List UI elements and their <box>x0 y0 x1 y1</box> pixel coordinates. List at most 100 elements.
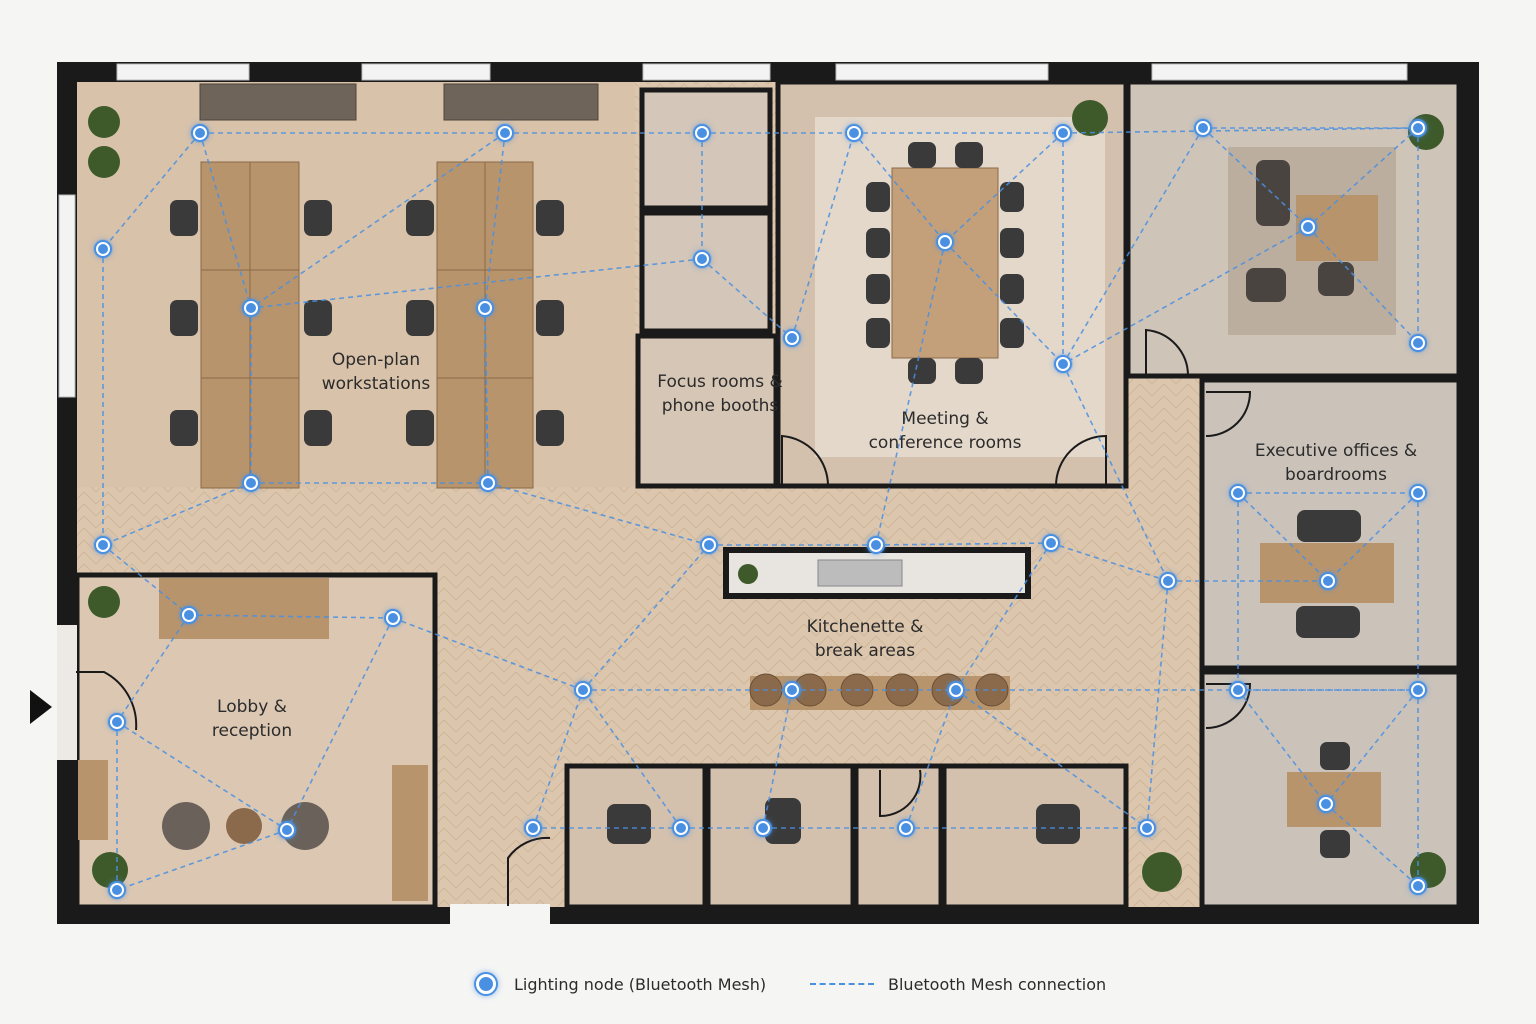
bottom-office-3 <box>853 763 944 910</box>
room-label-open-plan: Open-plan workstations <box>322 348 431 396</box>
lighting-node-icon <box>935 232 955 252</box>
room-label-kitchen-line2: break areas <box>814 641 916 661</box>
lighting-node-icon <box>844 123 864 143</box>
lighting-node-icon <box>1408 118 1428 138</box>
mesh-connection-line <box>944 241 1064 365</box>
kitchen-sink <box>817 559 903 587</box>
lighting-node-icon <box>523 818 543 838</box>
lighting-node-icon <box>692 249 712 269</box>
mesh-connection-line <box>955 689 1148 829</box>
mesh-connection-line <box>188 614 394 619</box>
lighting-node-icon <box>1158 571 1178 591</box>
lighting-node-icon <box>1228 680 1248 700</box>
lighting-node-icon <box>1408 876 1428 896</box>
mesh-connection-line <box>875 542 1052 546</box>
room-label-executive: Executive offices & boardrooms <box>1255 439 1417 487</box>
room-label-focus: Focus rooms & phone booths <box>657 370 782 418</box>
mesh-connection-line <box>116 721 288 831</box>
lighting-node-icon <box>1053 354 1073 374</box>
lighting-node-icon <box>475 298 495 318</box>
room-label-kitchen-line1: Kitchenette & <box>806 617 924 637</box>
lighting-node-icon <box>866 535 886 555</box>
mesh-connection-line <box>1062 363 1169 582</box>
room-label-executive-line2: boardrooms <box>1285 465 1387 485</box>
lighting-node-icon <box>241 473 261 493</box>
mesh-connection-line <box>487 482 710 546</box>
mesh-connection-line <box>1325 803 1419 887</box>
room-label-open-plan-line1: Open-plan <box>331 350 421 370</box>
lighting-node-icon <box>1408 680 1428 700</box>
lighting-node-icon <box>1137 818 1157 838</box>
lighting-node-icon <box>241 298 261 318</box>
mesh-connection-line <box>1237 492 1329 582</box>
mesh-connection-line <box>250 132 506 309</box>
lighting-node-icon <box>896 818 916 838</box>
lighting-nodes <box>93 118 1428 900</box>
room-label-meeting-line2: conference rooms <box>868 433 1022 453</box>
mesh-connection-line <box>1325 689 1419 805</box>
lighting-node-icon <box>782 328 802 348</box>
mesh-connection-line <box>1307 127 1419 228</box>
lighting-node-icon <box>1408 333 1428 353</box>
lighting-node-icon <box>753 818 773 838</box>
lighting-node-icon <box>671 818 691 838</box>
room-label-meeting: Meeting & conference rooms <box>869 407 1022 455</box>
lighting-node-icon <box>107 880 127 900</box>
focus-room-1 <box>639 87 773 211</box>
lighting-node-icon <box>107 712 127 732</box>
room-label-lobby: Lobby & reception <box>212 695 292 743</box>
door-swings <box>76 328 1252 906</box>
legend-connection-label: Bluetooth Mesh connection <box>888 974 1107 994</box>
mesh-connection-line <box>102 544 190 616</box>
entrance-gap <box>57 625 77 760</box>
lighting-node-icon <box>1041 533 1061 553</box>
mesh-connection-line <box>1050 542 1169 582</box>
bottom-office-chairs <box>607 798 1080 844</box>
desk-dividers <box>201 162 533 488</box>
lighting-node-icon <box>1193 118 1213 138</box>
room-label-kitchen: Kitchenette & break areas <box>807 615 924 663</box>
lobby-side-table <box>78 760 108 840</box>
lighting-node-icon <box>277 820 297 840</box>
mesh-connection-line <box>484 307 489 484</box>
legend: Lighting node (Bluetooth Mesh) Bluetooth… <box>0 966 1536 1002</box>
room-label-lobby-line2: reception <box>211 721 293 741</box>
lighting-node-icon <box>93 535 113 555</box>
meeting-chairs <box>866 142 1024 384</box>
lobby-seating <box>162 802 329 850</box>
lobby-cabinet <box>392 765 428 901</box>
mesh-connections <box>102 127 1419 891</box>
plants <box>88 100 1446 892</box>
mesh-connection-line <box>250 258 703 309</box>
mesh-connection-line <box>1062 226 1309 365</box>
lighting-node-icon <box>1228 483 1248 503</box>
mesh-connection-line <box>905 689 957 829</box>
storage-cabinets <box>199 83 599 121</box>
mesh-connection-line <box>1327 492 1419 582</box>
mesh-connection-line <box>1237 689 1327 805</box>
focus-room-2 <box>639 210 773 334</box>
lighting-node-icon <box>179 605 199 625</box>
lighting-node-icon <box>1053 123 1073 143</box>
lighting-node-icon <box>699 535 719 555</box>
legend-node-item: Lighting node (Bluetooth Mesh) <box>476 966 766 1002</box>
lighting-node-icon <box>93 239 113 259</box>
mesh-connection-line <box>1062 127 1204 365</box>
lighting-node-icon <box>383 608 403 628</box>
mesh-connection-line <box>199 132 252 309</box>
windows <box>58 63 1408 398</box>
corner-office-chairs <box>1246 160 1354 302</box>
bottom-wall-gap <box>450 904 550 926</box>
mesh-connection-line <box>1202 127 1309 228</box>
entrance-arrow-icon <box>30 690 52 724</box>
lighting-node-icon <box>495 123 515 143</box>
workstation-chairs <box>170 200 564 446</box>
mesh-connection-line <box>484 132 506 309</box>
room-label-open-plan-line2: workstations <box>321 374 431 394</box>
room-label-lobby-line1: Lobby & <box>217 697 287 717</box>
mesh-connection-line <box>116 829 288 891</box>
mesh-connection-line <box>853 132 946 243</box>
mesh-connection-line <box>762 689 793 829</box>
room-label-meeting-line1: Meeting & <box>901 409 989 429</box>
